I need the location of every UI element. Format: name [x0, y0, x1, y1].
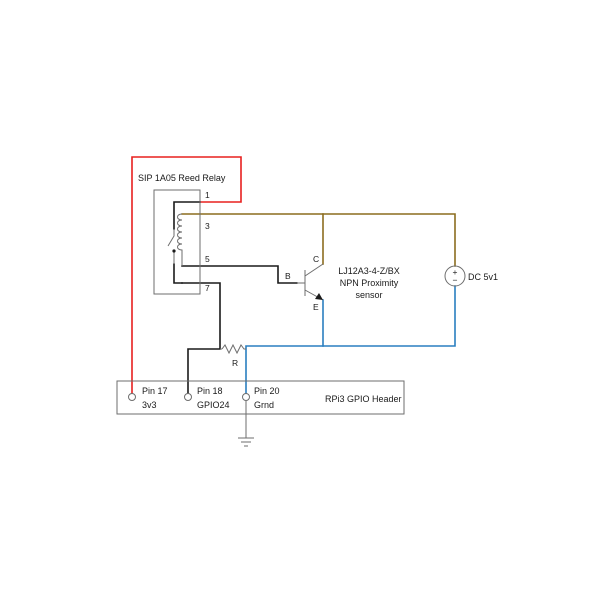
relay-pin-1: 1 — [205, 190, 210, 200]
black-wire-base — [181, 265, 298, 284]
relay-coil — [177, 213, 183, 266]
gpio-header-title: RPi3 GPIO Header — [325, 394, 402, 404]
emitter-arrow — [315, 293, 323, 300]
pin18-terminal — [184, 393, 192, 401]
sensor-label-line2: NPN Proximity — [340, 278, 399, 288]
transistor-base-label: B — [285, 271, 291, 281]
pin20-function: Grnd — [254, 400, 274, 410]
relay-body — [153, 189, 201, 295]
pin20-terminal — [242, 393, 250, 401]
sensor-label-line1: LJ12A3-4-Z/BX — [338, 266, 400, 276]
black-wire-relay-internal — [173, 201, 201, 230]
resistor-zigzag — [221, 343, 246, 355]
npn-transistor — [297, 263, 324, 301]
red-wire-3v3 — [131, 156, 242, 394]
pin17-terminal — [128, 393, 136, 401]
transistor-collector-label: C — [313, 254, 319, 264]
pin18-function: GPIO24 — [197, 400, 230, 410]
pin17-name: Pin 17 — [142, 386, 168, 396]
relay-pin-3: 3 — [205, 221, 210, 231]
sensor-label-line3: sensor — [355, 290, 382, 300]
transistor-emitter-label: E — [313, 302, 319, 312]
relay-pin-5: 5 — [205, 254, 210, 264]
blue-wire-ground — [245, 285, 456, 394]
svg-text:+: + — [453, 267, 458, 277]
resistor-label: R — [232, 358, 238, 368]
svg-text:−: − — [453, 275, 458, 285]
pin17-function: 3v3 — [142, 400, 157, 410]
reed-switch-contact — [172, 249, 176, 253]
pin20-name: Pin 20 — [254, 386, 280, 396]
brown-wire-supply — [181, 213, 456, 267]
pin18-name: Pin 18 — [197, 386, 223, 396]
black-wire-gpio24 — [181, 282, 221, 394]
ground-icon — [238, 401, 254, 447]
dc-supply-label: DC 5v1 — [468, 272, 498, 282]
relay-title: SIP 1A05 Reed Relay — [138, 173, 226, 183]
reed-switch — [167, 229, 175, 264]
dc-supply-symbol: + − — [444, 265, 466, 287]
black-wire-relay-lower — [173, 263, 183, 284]
gpio-header-body — [116, 380, 405, 415]
relay-pin-7: 7 — [205, 283, 210, 293]
